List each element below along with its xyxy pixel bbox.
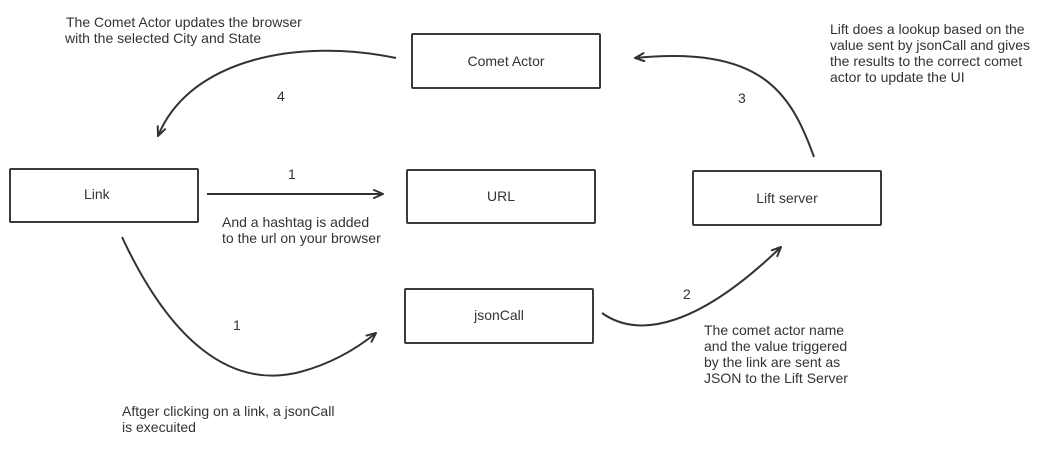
arrow-jsoncall-to-lift [601, 246, 782, 327]
node-comet-actor: Comet Actor [411, 33, 601, 89]
node-json-call: jsonCall [404, 288, 594, 344]
note-click: Aftger clicking on a link, a jsonCall is… [122, 403, 335, 435]
arrow-link-to-jsoncall [121, 236, 377, 377]
step-number-1-url: 1 [288, 166, 296, 182]
node-link: Link [9, 168, 199, 223]
step-number-1-jsoncall: 1 [233, 317, 241, 333]
step-number-3: 3 [738, 90, 746, 106]
arrow-lift-to-comet [634, 52, 815, 158]
node-json-call-label: jsonCall [474, 307, 524, 323]
node-url-label: URL [486, 187, 515, 204]
note-hashtag: And a hashtag is added to the url on you… [222, 214, 381, 246]
node-lift-server-label: Lift server [756, 190, 818, 206]
node-link-label: Link [84, 185, 110, 202]
node-lift-server: Lift server [692, 170, 882, 226]
node-url: URL [406, 169, 596, 224]
node-comet-actor-label: Comet Actor [467, 53, 545, 69]
note-lift-lookup: Lift does a lookup based on the value se… [830, 21, 1031, 85]
note-comet-update: The Comet Actor updates the browser with… [65, 14, 302, 46]
step-number-4: 4 [277, 88, 285, 104]
arrow-comet-to-link [156, 49, 397, 137]
step-number-2: 2 [683, 286, 691, 302]
note-json-sent: The comet actor name and the value trigg… [704, 322, 848, 386]
